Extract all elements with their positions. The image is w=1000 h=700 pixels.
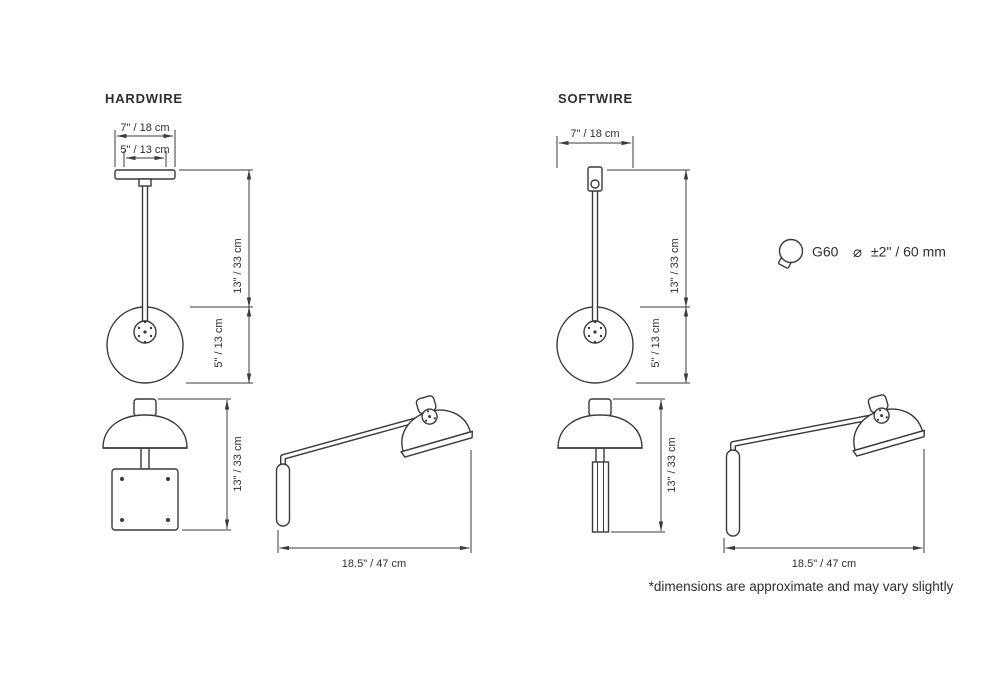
hardwire-dim-inner-canopy-width: 5" / 13 cm <box>120 144 170 167</box>
softwire-shade-view: 13" / 33 cm <box>557 398 678 533</box>
softwire-globe-diameter-label: 5" / 13 cm <box>650 318 662 367</box>
hardwire-pendant-view: 7" / 18 cm 5" / 13 cm 13" / 33 cm 5" / 1… <box>106 122 253 384</box>
softwire-arm-view: 18.5" / 47 cm <box>723 385 927 570</box>
softwire-cord-channel <box>591 461 610 533</box>
screw-dot <box>120 477 124 481</box>
softwire-wall-stem <box>725 449 741 537</box>
softwire-dim-drop-height: 13" / 33 cm 5" / 13 cm <box>607 169 690 384</box>
softwire-dim-canopy-width: 7" / 18 cm <box>556 128 634 168</box>
hardwire-arm-view: 18.5" / 47 cm <box>275 386 475 570</box>
hardwire-globe-drawing <box>106 184 184 384</box>
softwire-canopy-width-label: 7" / 18 cm <box>570 128 619 140</box>
softwire-title: SOFTWIRE <box>558 91 633 106</box>
softwire-dome-drawing <box>557 398 643 449</box>
bulb-name-label: G60 <box>812 244 839 260</box>
hardwire-inner-canopy-width-label: 5" / 13 cm <box>120 144 169 156</box>
hardwire-dim-drop-height: 13" / 33 cm 5" / 13 cm <box>179 169 253 384</box>
hardwire-wall-plate <box>111 468 179 531</box>
hardwire-dome-drawing <box>102 398 188 449</box>
hardwire-dim-shade-height: 13" / 33 cm <box>158 398 244 531</box>
screw-dot <box>166 477 170 481</box>
softwire-arm-reach-label: 18.5" / 47 cm <box>792 558 856 570</box>
bulb-diameter-label: ±2" / 60 mm <box>871 244 946 260</box>
hardwire-ceiling-plate <box>114 169 176 180</box>
hardwire-dim-arm-reach: 18.5" / 47 cm <box>277 450 472 570</box>
softwire-pendant-view: 7" / 18 cm 13" / 33 cm 5" / 13 cm <box>556 128 690 384</box>
bulb-spec: G60 ⌀ ±2" / 60 mm <box>777 238 946 269</box>
hardwire-canopy-width-label: 7" / 18 cm <box>120 122 169 134</box>
hardwire-dim-canopy-width: 7" / 18 cm <box>114 122 176 167</box>
hardwire-globe-diameter-label: 5" / 13 cm <box>213 318 225 367</box>
diameter-symbol: ⌀ <box>853 244 862 261</box>
hardwire-canopy-neck <box>138 178 152 187</box>
softwire-dim-shade-height: 13" / 33 cm <box>611 398 678 533</box>
hardwire-shade-view: 13" / 33 cm <box>102 398 244 531</box>
footnote: *dimensions are approximate and may vary… <box>649 579 954 594</box>
softwire-hook-loop <box>590 179 600 189</box>
hardwire-shade-height-label: 13" / 33 cm <box>232 436 244 491</box>
screw-dot <box>120 518 124 522</box>
softwire-globe-drawing <box>556 184 634 384</box>
bulb-icon <box>777 238 804 269</box>
screw-dot <box>166 518 170 522</box>
softwire-dim-arm-reach: 18.5" / 47 cm <box>723 449 925 570</box>
softwire-rod-drop-label: 13" / 33 cm <box>669 238 681 293</box>
hardwire-shade-stem <box>140 447 150 470</box>
hardwire-title: HARDWIRE <box>105 91 183 106</box>
hardwire-arm-reach-label: 18.5" / 47 cm <box>342 558 406 570</box>
hardwire-wall-stem <box>275 463 291 527</box>
softwire-shade-height-label: 13" / 33 cm <box>666 437 678 492</box>
hardwire-rod-drop-label: 13" / 33 cm <box>232 238 244 293</box>
